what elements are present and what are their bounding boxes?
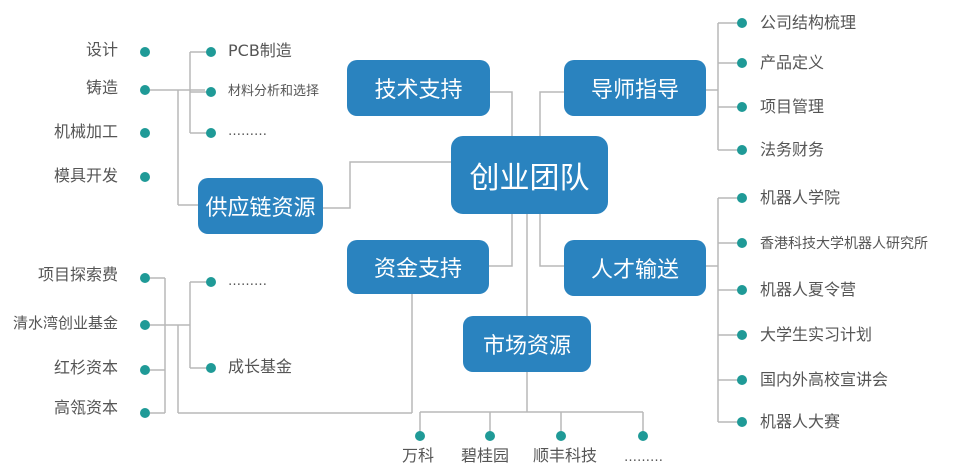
bullet-dot [206,47,216,57]
bullet-dot [140,172,150,182]
mentor-guidance-box: 导师指导 [564,60,706,116]
bullet-dot [140,47,150,57]
talent-item: 机器人大赛 [760,412,841,431]
funding-support-box: 资金支持 [347,240,489,294]
bullet-dot [737,330,747,340]
mentor-item: 产品定义 [760,53,825,72]
bullet-dot [140,85,150,95]
market-item: 碧桂园 [461,446,510,465]
bullet-dot [737,417,747,427]
bullet-dot [140,273,150,283]
talent-item: 大学生实习计划 [760,325,873,344]
bullet-dot [737,375,747,385]
bullet-dot [206,277,216,287]
tech-item: 材料分析和选择 [228,84,320,99]
market-item: 顺丰科技 [533,446,598,465]
startup-team-box: 创业团队 [451,136,608,214]
bullet-dot [737,102,747,112]
fund-item: ……… [228,274,267,289]
bullet-dot [737,285,747,295]
bullet-dot [638,431,648,441]
mentor-item: 项目管理 [760,97,825,116]
bullet-dot [206,87,216,97]
mentor-item: 公司结构梳理 [760,13,857,32]
manufacturing-item: 机械加工 [53,122,118,141]
investor-item: 红杉资本 [53,358,118,377]
manufacturing-item: 设计 [85,40,118,59]
manufacturing-item: 模具开发 [53,166,118,185]
bullet-dot [556,431,566,441]
bullet-dot [737,193,747,203]
fund-item: 成长基金 [228,357,293,376]
investor-item: 项目探索费 [37,265,118,284]
investor-item: 高瓴资本 [53,398,118,417]
market-item: ……… [624,450,663,465]
market-item: 万科 [402,446,435,465]
bullet-dot [206,363,216,373]
bullet-dot [140,365,150,375]
tech-support-box: 技术支持 [347,60,490,116]
bullet-dot [140,408,150,418]
talent-item: 香港科技大学机器人研究所 [760,236,928,252]
talent-item: 国内外高校宣讲会 [760,370,889,389]
tech-item: ……… [228,124,267,139]
bullet-dot [485,431,495,441]
bullet-dot [206,128,216,138]
market-resources-box: 市场资源 [463,316,591,372]
bullet-dot [737,145,747,155]
bullet-dot [140,320,150,330]
bullet-dot [737,18,747,28]
talent-item: 机器人学院 [760,188,841,207]
supply-chain-box: 供应链资源 [198,178,323,234]
manufacturing-item: 铸造 [85,78,118,97]
bullet-dot [140,128,150,138]
talent-supply-box: 人才输送 [564,240,706,296]
bullet-dot [415,431,425,441]
investor-item: 清水湾创业基金 [12,314,118,332]
tech-item: PCB制造 [228,41,292,60]
bullet-dot [737,58,747,68]
mentor-item: 法务财务 [760,140,825,159]
bullet-dot [737,238,747,248]
talent-item: 机器人夏令营 [760,280,857,299]
